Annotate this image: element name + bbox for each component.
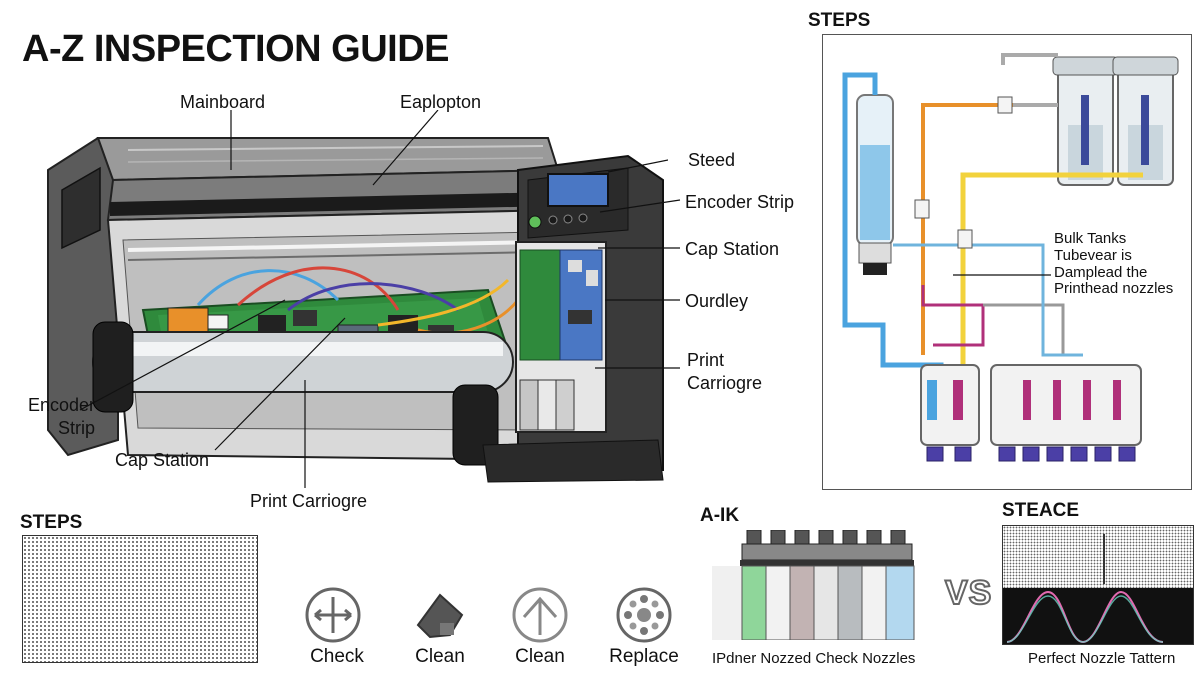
- ink-system-diagram: [842, 53, 1179, 462]
- page-title: A-Z INSPECTION GUIDE: [22, 28, 450, 70]
- check-label: Check: [310, 646, 364, 667]
- label-eaplopton: Eaplopton: [400, 92, 482, 112]
- steps-heading-bottom: STEPS: [20, 512, 83, 533]
- note-line-2: Tubevear is: [1054, 247, 1132, 264]
- label-encoder-left-1: Encoder: [28, 395, 96, 415]
- crosshair-arrows-icon: [305, 587, 361, 643]
- gear-dots-icon: [616, 587, 672, 643]
- label-print-carriage-bottom: Print Carriogre: [250, 491, 368, 511]
- wiper-tool-icon: [416, 593, 464, 639]
- replace-action[interactable]: [614, 585, 674, 650]
- label-encoder-strip-right: Encoder Strip: [685, 192, 795, 212]
- clean-action-1[interactable]: [410, 585, 470, 650]
- clean-action-2[interactable]: [510, 585, 570, 650]
- label-mainboard: Mainboard: [180, 92, 266, 112]
- label-print-right-2: Carriogre: [687, 373, 763, 393]
- aik-heading: A-IK: [700, 505, 740, 526]
- check-action[interactable]: [303, 585, 363, 650]
- steace-heading: STEACE: [1002, 500, 1080, 521]
- ink-system-panel: [822, 34, 1192, 490]
- waveform-curve: [1006, 590, 1164, 644]
- label-cap-station-right: Cap Station: [685, 239, 780, 259]
- nozzle-check-grid: [22, 535, 258, 663]
- label-encoder-left-2: Strip: [58, 418, 96, 438]
- label-ourdley: Ourdley: [685, 291, 749, 311]
- up-arrow-icon: [512, 587, 568, 643]
- replace-label: Replace: [609, 646, 679, 667]
- pattern-divider: [1103, 534, 1105, 584]
- printer-illustration: [47, 110, 668, 483]
- note-line-1: Bulk Tanks: [1054, 230, 1127, 247]
- clean-label-2: Clean: [515, 646, 565, 667]
- clean-label-1: Clean: [415, 646, 465, 667]
- label-steed: Steed: [688, 150, 736, 170]
- note-line-4: Printhead nozzles: [1054, 280, 1174, 297]
- nozzle-pattern-dots: [1003, 526, 1193, 588]
- aik-caption: IPdner Nozzed Check Nozzles: [712, 650, 916, 667]
- note-line-3: Damplead the: [1054, 264, 1148, 281]
- vs-label: VS: [944, 573, 993, 613]
- steps-heading-top: STEPS: [808, 10, 871, 31]
- nozzle-pattern-waveform: [1003, 588, 1193, 644]
- ink-cartridge-strip: [712, 530, 915, 640]
- nozzle-pattern-compare: [1002, 525, 1194, 645]
- label-cap-station-left: Cap Station: [115, 450, 210, 470]
- label-print-right-1: Print: [687, 350, 725, 370]
- callout-lines: [79, 199, 681, 488]
- steace-caption: Perfect Nozzle Tattern: [1028, 650, 1176, 667]
